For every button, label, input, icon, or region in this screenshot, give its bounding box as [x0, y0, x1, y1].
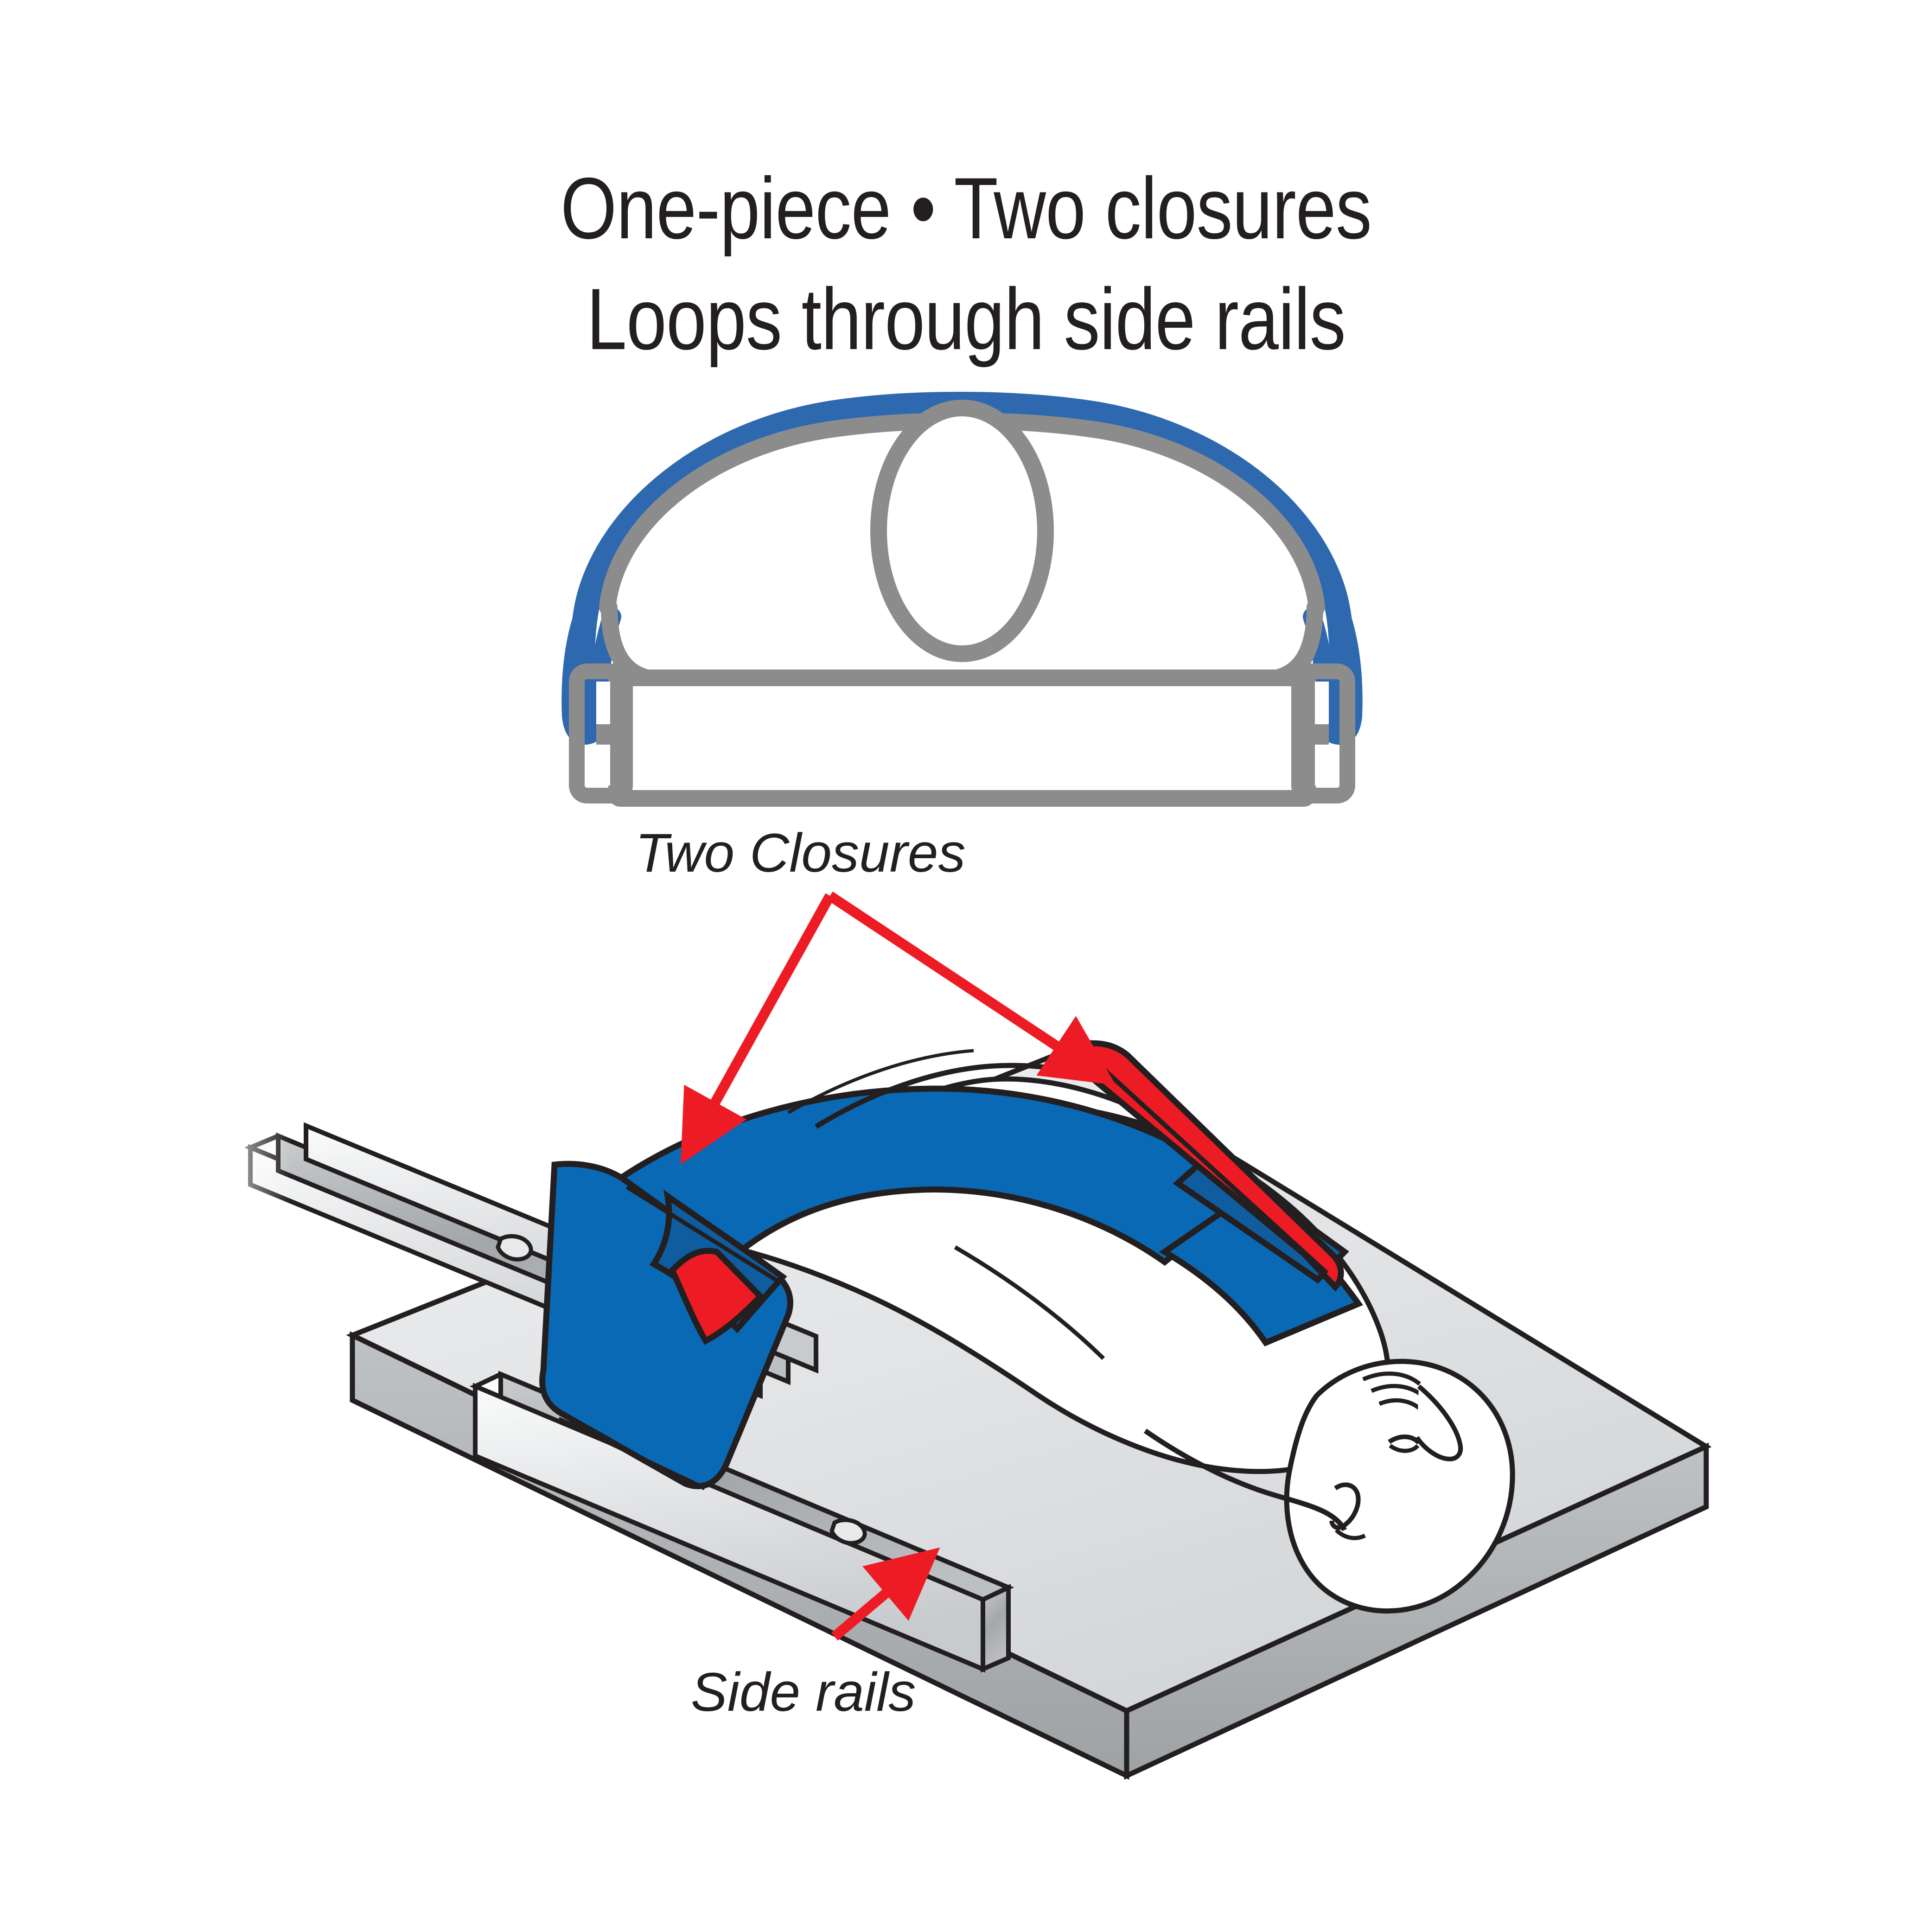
- patient-nose: [1415, 1384, 1463, 1461]
- restraint-strap: [539, 1040, 1364, 1491]
- cross-section-torso-ellipse: [870, 400, 1054, 662]
- annotation-two-closures: Two Closures: [635, 823, 1116, 1165]
- cross-section-diagram: [561, 392, 1363, 807]
- main-illustration: [199, 1040, 1712, 1780]
- rail-bolt-far: [496, 1234, 533, 1262]
- title-line-1: One-piece • Two closures: [560, 159, 1372, 257]
- cross-section-patient-outline: [599, 400, 1325, 688]
- annotation-side-rails: Side rails: [691, 1547, 940, 1723]
- cross-section-side-rail-left: [569, 663, 633, 803]
- patient-eye: [1388, 1434, 1421, 1445]
- two-closures-arrow-right: [827, 891, 1116, 1085]
- page-title: One-piece • Two closures Loops through s…: [164, 153, 1768, 375]
- cross-section-table: [608, 670, 1316, 807]
- rail-bolt-near: [829, 1518, 867, 1545]
- patient-torso-top-line-thin: [787, 1049, 974, 1115]
- two-closures-arrow-left: [681, 893, 835, 1165]
- title-line-2: Loops through side rails: [587, 270, 1346, 368]
- patient-head: [1284, 1358, 1515, 1613]
- patient-ear: [1329, 1482, 1361, 1530]
- cross-section-side-rail-right: [1291, 663, 1355, 803]
- two-closures-label: Two Closures: [635, 823, 966, 884]
- side-rails-arrow: [831, 1547, 940, 1641]
- closure-left-red-tab: [669, 1248, 765, 1345]
- side-rails-label: Side rails: [691, 1662, 916, 1723]
